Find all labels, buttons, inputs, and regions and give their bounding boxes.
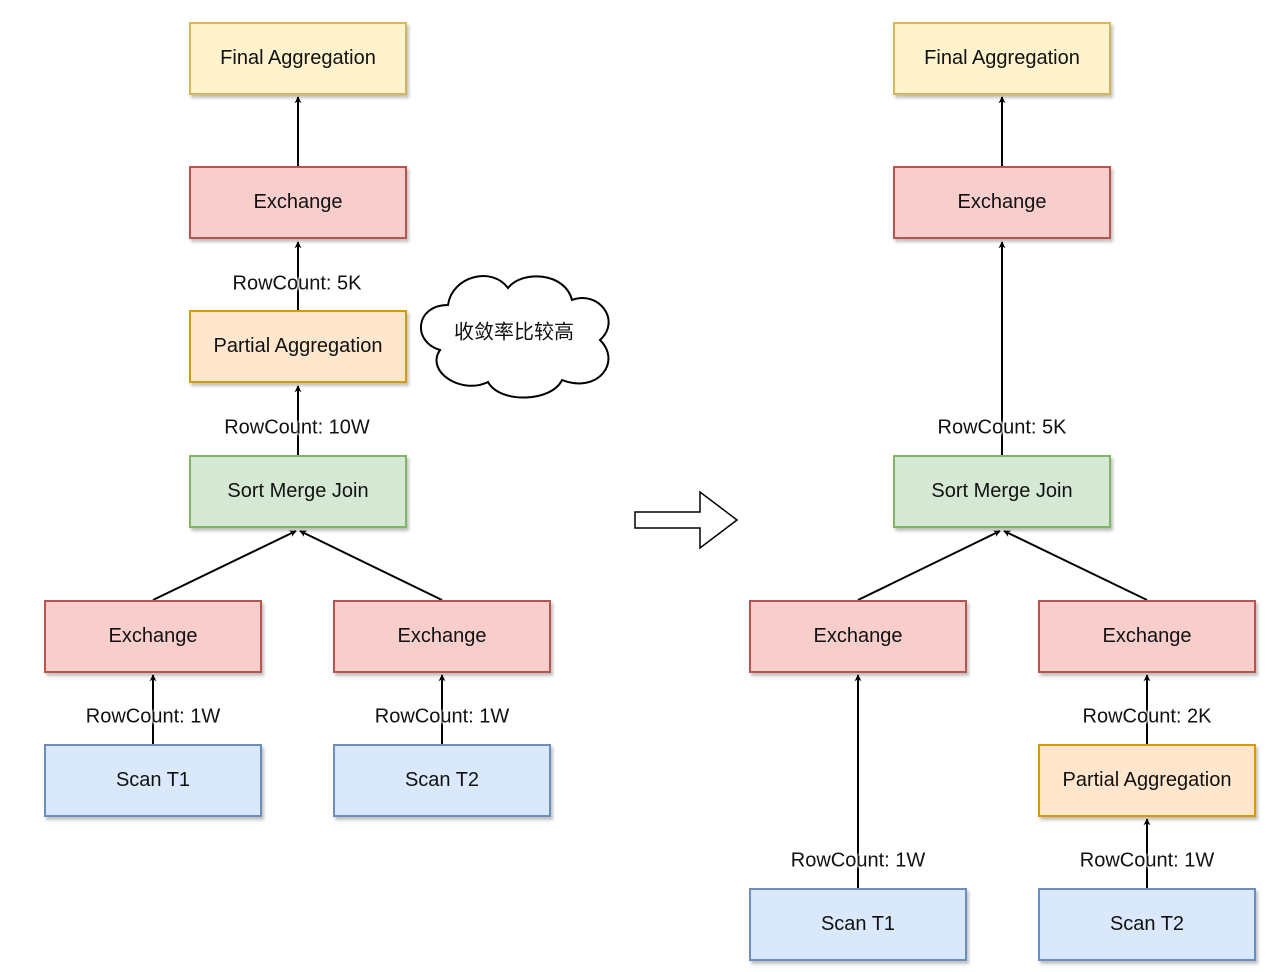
right-final-aggregation-node: Final Aggregation [893,22,1111,95]
node-label: Sort Merge Join [931,480,1073,502]
left-partial-aggregation-node: Partial Aggregation [189,310,407,383]
left-exchange-right-node: Exchange [333,600,551,673]
edge-left-exchange2-to-join [299,530,443,601]
cloud-note-text: 收敛率比较高 [454,319,574,344]
left-scan-t2-node: Scan T2 [333,744,551,817]
node-label: Scan T1 [115,769,191,791]
left-rowcount-scan-t1: RowCount: 1W [85,705,221,728]
node-label: Partial Aggregation [213,335,383,357]
right-sort-merge-join-node: Sort Merge Join [893,455,1111,528]
node-label: Scan T1 [820,913,896,935]
right-exchange-right-node: Exchange [1038,600,1256,673]
node-label: Exchange [397,625,487,647]
right-rowcount-partial-out: RowCount: 2K [1082,705,1212,728]
left-exchange-top-node: Exchange [189,166,407,239]
edge-right-exchange2-to-join [1003,530,1148,601]
node-label: Exchange [1102,625,1192,647]
edge-right-exchange1-to-join [857,530,1001,601]
node-label: Exchange [253,191,343,213]
right-exchange-top-node: Exchange [893,166,1111,239]
right-scan-t2-node: Scan T2 [1038,888,1256,961]
right-exchange-left-node: Exchange [749,600,967,673]
node-label: Exchange [813,625,903,647]
left-exchange-left-node: Exchange [44,600,262,673]
left-rowcount-join-out: RowCount: 10W [224,416,370,439]
right-partial-aggregation-node: Partial Aggregation [1038,744,1256,817]
node-label: Exchange [957,191,1047,213]
right-rowcount-join-out: RowCount: 5K [937,416,1067,439]
node-label: Sort Merge Join [227,480,369,502]
right-rowcount-scan-t1: RowCount: 1W [790,849,926,872]
transform-arrow-icon [634,490,739,550]
node-label: Partial Aggregation [1062,769,1232,791]
left-final-aggregation-node: Final Aggregation [189,22,407,95]
right-scan-t1-node: Scan T1 [749,888,967,961]
edge-left-exchange1-to-join [152,530,297,601]
node-label: Scan T2 [1109,913,1185,935]
node-label: Final Aggregation [220,47,376,69]
right-rowcount-scan-t2: RowCount: 1W [1079,849,1215,872]
left-rowcount-scan-t2: RowCount: 1W [374,705,510,728]
left-sort-merge-join-node: Sort Merge Join [189,455,407,528]
left-rowcount-partial-out: RowCount: 5K [232,272,362,295]
node-label: Exchange [108,625,198,647]
node-label: Final Aggregation [924,47,1080,69]
node-label: Scan T2 [404,769,480,791]
cloud-shape [420,275,610,399]
left-scan-t1-node: Scan T1 [44,744,262,817]
